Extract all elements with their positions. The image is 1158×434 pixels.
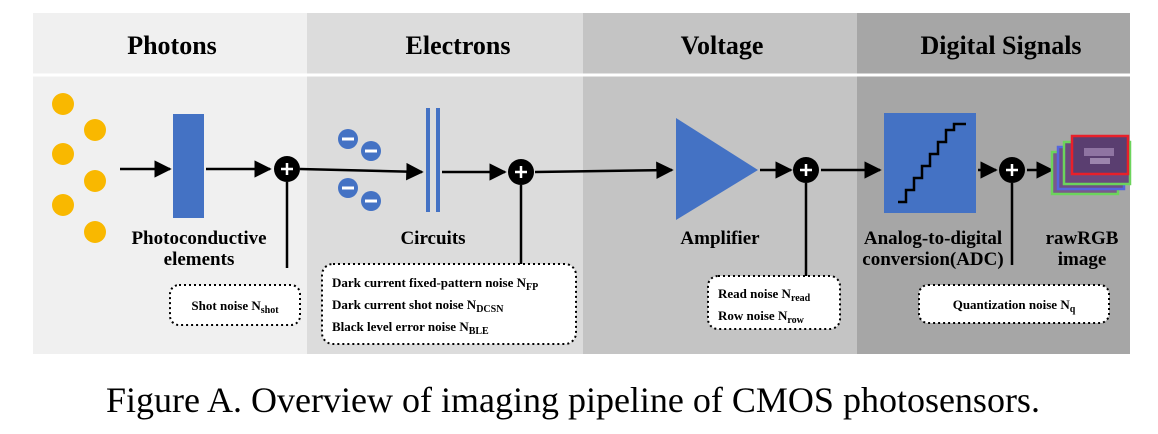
electron: [338, 178, 358, 198]
photon: [52, 143, 74, 165]
sum-node-2: [508, 159, 534, 185]
raw-label-2: image: [1058, 249, 1107, 270]
read-noise-box: [707, 275, 841, 330]
raw-label: rawRGB: [1046, 228, 1119, 249]
sum-node-4: [999, 157, 1025, 183]
circuit-plate-right: [436, 108, 440, 212]
shot-noise-label: Shot noise Nshot: [191, 298, 279, 316]
photoconductive-element: [173, 114, 204, 218]
electron-group: [338, 129, 381, 211]
quantization-noise-box: [918, 284, 1110, 324]
photon: [52, 93, 74, 115]
adc-staircase: [898, 122, 966, 204]
electron: [338, 129, 358, 149]
amplifier-label: Amplifier: [680, 228, 760, 249]
header-digital-signals: Digital Signals: [920, 31, 1081, 60]
header-voltage: Voltage: [681, 31, 764, 60]
circuit-plate-left: [426, 108, 430, 212]
photon-group: [52, 93, 106, 243]
sum-node-1: [274, 156, 300, 182]
raw-image-stack: [1050, 134, 1132, 196]
arrow-sum1-to-circuits: [299, 162, 424, 181]
dark-noise-box: [321, 263, 577, 345]
arrow-sum2-to-amplifier: [534, 161, 674, 179]
shot-noise-box: [169, 284, 301, 326]
row-noise-label: Row noise Nrow: [718, 308, 805, 326]
adc-label: Analog-to-digital: [864, 228, 1002, 249]
photoconductive-label-2: elements: [164, 249, 235, 270]
raw-image-texture: [1084, 148, 1114, 156]
read-noise-label: Read noise Nread: [718, 286, 811, 304]
amplifier-triangle: [676, 118, 758, 220]
figure-caption: Figure A. Overview of imaging pipeline o…: [106, 380, 1040, 420]
sum-node-3: [793, 157, 819, 183]
photon: [84, 221, 106, 243]
raw-image-texture: [1090, 158, 1110, 164]
header-photons: Photons: [127, 31, 217, 60]
photon: [52, 194, 74, 216]
quantization-noise-label: Quantization noise Nq: [953, 297, 1076, 315]
black-level-noise-label: Black level error noise NBLE: [332, 319, 489, 337]
circuits-label: Circuits: [400, 228, 465, 249]
photon: [84, 170, 106, 192]
electron: [361, 141, 381, 161]
dark-fp-noise-label: Dark current fixed-pattern noise NFP: [332, 275, 538, 293]
electron: [361, 191, 381, 211]
photoconductive-label: Photoconductive: [131, 228, 266, 249]
header-electrons: Electrons: [406, 31, 511, 60]
adc-label-2: conversion(ADC): [862, 249, 1003, 270]
dark-shot-noise-label: Dark current shot noise NDCSN: [332, 297, 504, 315]
photon: [84, 119, 106, 141]
